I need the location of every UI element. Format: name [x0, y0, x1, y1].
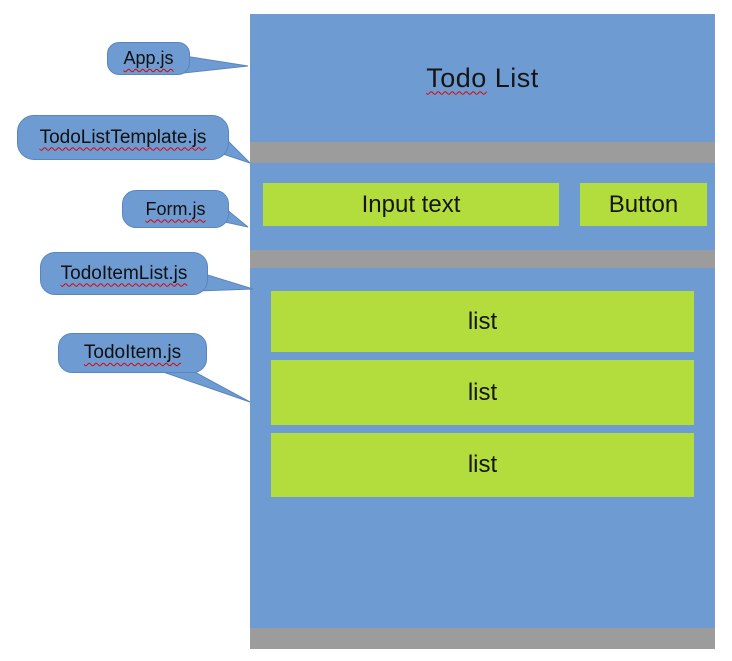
- callout-form-js-label: Form.js: [145, 198, 206, 219]
- callout-todo-list-template-js: TodoListTemplate.js: [17, 115, 229, 160]
- mockup-list-area: list list list: [250, 268, 715, 628]
- mockup-header: Todo List: [250, 14, 715, 142]
- mockup-list-item: list: [271, 291, 694, 352]
- mockup-title: Todo List: [426, 63, 539, 94]
- mockup-submit-button: Button: [580, 183, 707, 226]
- mockup-list-item-label: list: [467, 378, 498, 406]
- mockup-input-label: Input text: [361, 190, 461, 218]
- gray-divider-bottom: [250, 628, 715, 649]
- callout-tail-app: [183, 55, 249, 74]
- callout-app-js-label: App.js: [123, 48, 174, 68]
- gray-divider-middle: [250, 250, 715, 268]
- mockup-list-item: list: [271, 433, 694, 497]
- mockup-input-field: Input text: [263, 183, 559, 226]
- mockup-button-label: Button: [608, 190, 679, 218]
- callout-todo-item-list-js: TodoItemList.js: [40, 252, 208, 295]
- callout-app-js: App.js: [107, 42, 190, 75]
- mockup-list-item: list: [271, 360, 694, 425]
- callout-todo-item-list-js-label: TodoItemList.js: [60, 262, 188, 284]
- mockup-form-row: Input text Button: [250, 163, 715, 250]
- mockup-list-item-label: list: [467, 451, 498, 478]
- callout-todo-list-template-js-label: TodoListTemplate.js: [39, 126, 207, 148]
- callout-todo-item-js-label: TodoItem.js: [83, 342, 182, 363]
- gray-divider-top: [250, 142, 715, 163]
- mockup-panel: Todo List Input text Button list list li…: [250, 14, 715, 649]
- mockup-list-item-label: list: [467, 307, 498, 335]
- mockup-title-word-todo: Todo: [426, 62, 487, 93]
- callout-todo-item-js: TodoItem.js: [58, 333, 207, 373]
- mockup-title-word-list: List: [494, 62, 539, 93]
- callout-form-js: Form.js: [122, 190, 229, 228]
